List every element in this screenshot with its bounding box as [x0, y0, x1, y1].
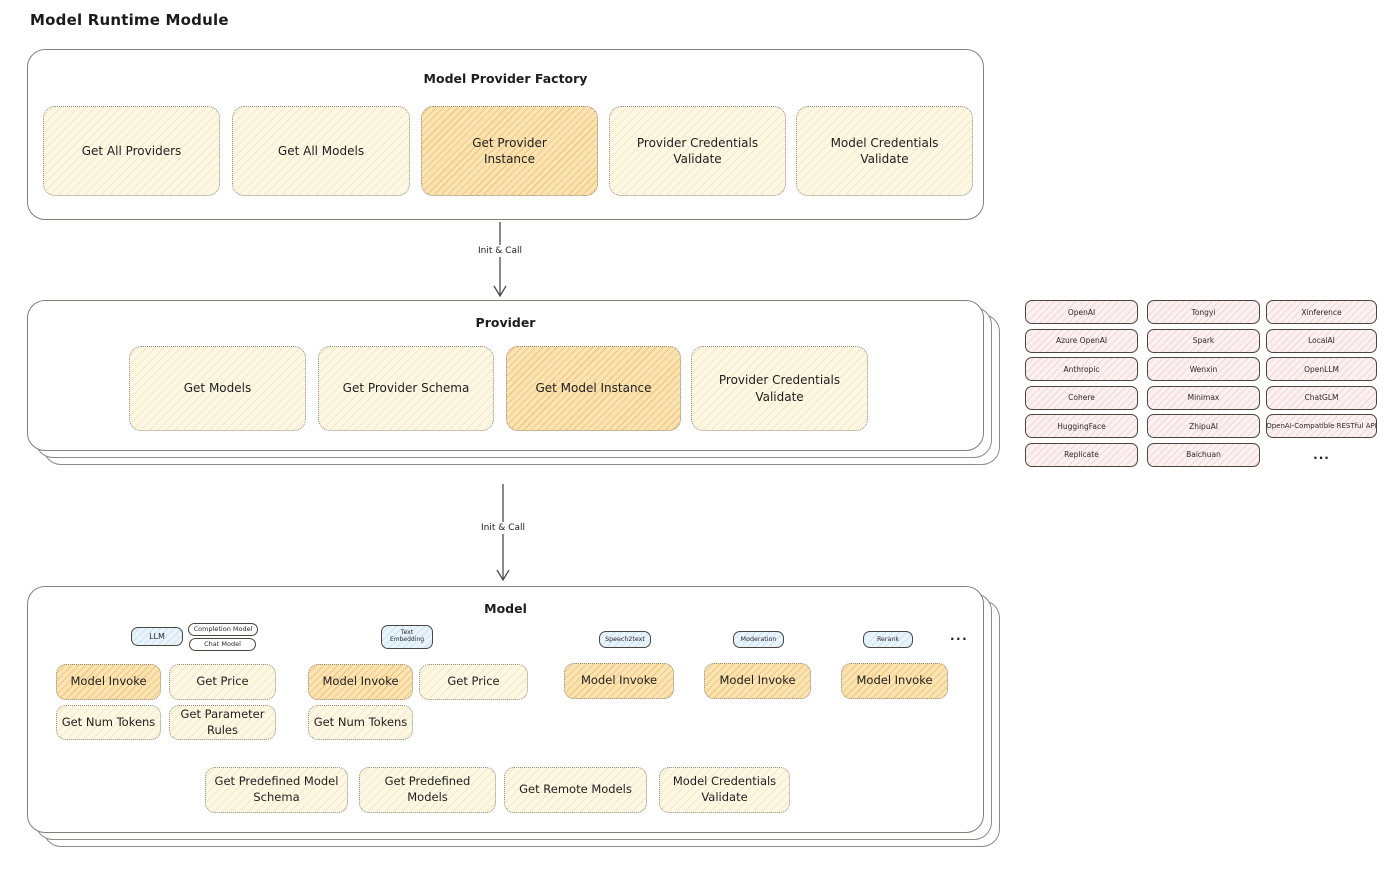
node-model-credentials-validate-2: Model Credentials Validate	[659, 767, 790, 813]
node-get-provider-schema: Get Provider Schema	[318, 346, 494, 431]
node-model-credentials-validate: Model Credentials Validate	[796, 106, 973, 196]
node-get-all-models: Get All Models	[232, 106, 410, 196]
chip-replicate: Replicate	[1025, 442, 1138, 467]
chip-spark: Spark	[1147, 328, 1260, 353]
node-get-provider-instance: Get Provider Instance	[421, 106, 598, 196]
providers-ellipsis: ...	[1313, 447, 1330, 462]
node-speech2text-model-invoke: Model Invoke	[564, 663, 674, 699]
tag-chat-model: Chat Model	[189, 638, 256, 651]
chip-openai: OpenAI	[1025, 300, 1138, 324]
provider-title: Provider	[475, 315, 536, 330]
providers-column-3: Xinference LocalAI OpenLLM ChatGLM OpenA…	[1266, 300, 1377, 467]
providers-column-1: OpenAI Azure OpenAI Anthropic Cohere Hug…	[1025, 300, 1138, 467]
chip-huggingface: HuggingFace	[1025, 414, 1138, 438]
node-llm-model-invoke: Model Invoke	[56, 664, 161, 700]
tag-llm: LLM	[131, 627, 183, 646]
chip-cohere: Cohere	[1025, 385, 1138, 410]
node-get-model-instance: Get Model Instance	[506, 346, 681, 431]
chip-openai-compatible-restful-api: OpenAI-Compatible RESTful API	[1266, 414, 1377, 438]
node-rerank-model-invoke: Model Invoke	[841, 663, 948, 699]
tag-text-embedding: Text Embedding	[381, 625, 433, 649]
chip-localai: LocalAI	[1266, 328, 1377, 353]
tag-speech2text: Speech2text	[599, 631, 651, 648]
tag-rerank: Rerank	[863, 631, 913, 648]
chip-zhipuai: ZhipuAI	[1147, 414, 1260, 438]
model-tags-ellipsis: ...	[950, 629, 969, 643]
node-llm-get-price: Get Price	[169, 664, 276, 700]
node-llm-get-num-tokens: Get Num Tokens	[56, 705, 161, 740]
chip-azure-openai: Azure OpenAI	[1025, 328, 1138, 353]
factory-title: Model Provider Factory	[423, 71, 588, 86]
chip-minimax: Minimax	[1147, 385, 1260, 410]
model-box: Model LLM Completion Model Chat Model Te…	[27, 586, 984, 833]
providers-column-2: Tongyi Spark Wenxin Minimax ZhipuAI Baic…	[1147, 300, 1260, 467]
node-llm-get-parameter-rules: Get Parameter Rules	[169, 705, 276, 740]
chip-anthropic: Anthropic	[1025, 357, 1138, 381]
node-moderation-model-invoke: Model Invoke	[704, 663, 811, 699]
node-embedding-get-num-tokens: Get Num Tokens	[308, 705, 413, 740]
chip-baichuan: Baichuan	[1147, 442, 1260, 467]
page-title: Model Runtime Module	[30, 11, 229, 29]
arrow2-label: Init & Call	[478, 522, 528, 535]
model-provider-factory-box: Model Provider Factory Get All Providers…	[27, 49, 984, 220]
chip-chatglm: ChatGLM	[1266, 385, 1377, 410]
arrow-down-icon	[493, 222, 507, 298]
node-get-predefined-models: Get Predefined Models	[359, 767, 496, 813]
node-embedding-get-price: Get Price	[419, 664, 528, 700]
node-provider-credentials-validate-2: Provider Credentials Validate	[691, 346, 868, 431]
node-provider-credentials-validate: Provider Credentials Validate	[609, 106, 786, 196]
provider-box: Provider Get Models Get Provider Schema …	[27, 300, 984, 451]
node-embedding-model-invoke: Model Invoke	[308, 664, 413, 700]
tag-moderation: Moderation	[733, 631, 784, 648]
chip-wenxin: Wenxin	[1147, 357, 1260, 381]
chip-tongyi: Tongyi	[1147, 300, 1260, 324]
chip-xinference: Xinference	[1266, 300, 1377, 324]
node-get-remote-models: Get Remote Models	[504, 767, 647, 813]
arrow1-label: Init & Call	[475, 244, 525, 257]
model-title: Model	[484, 601, 527, 616]
arrow-factory-to-provider: Init & Call	[475, 222, 525, 298]
node-get-models: Get Models	[129, 346, 306, 431]
tag-completion-model: Completion Model	[188, 623, 258, 636]
arrow-provider-to-model: Init & Call	[478, 484, 528, 582]
chip-openllm: OpenLLM	[1266, 357, 1377, 381]
node-get-all-providers: Get All Providers	[43, 106, 220, 196]
node-get-predefined-model-schema: Get Predefined Model Schema	[205, 767, 348, 813]
